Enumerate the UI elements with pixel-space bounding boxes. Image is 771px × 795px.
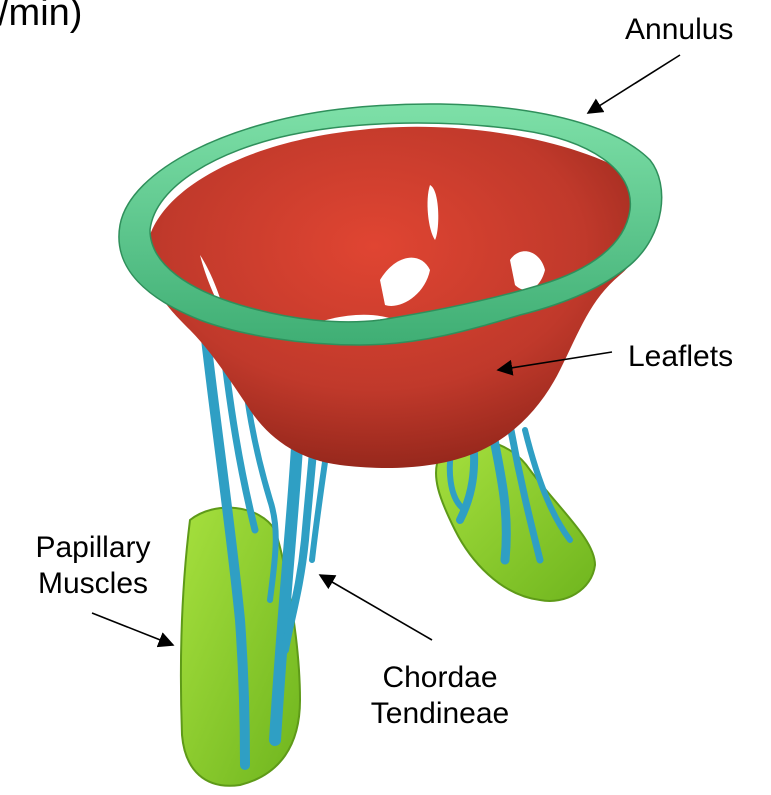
chordae-label-line1: Chordae (355, 660, 525, 696)
chordae-arrow (320, 575, 432, 640)
chordae-label-line2: Tendineae (355, 696, 525, 732)
leaflets-label: Leaflets (628, 339, 733, 375)
papillary-label-line2: Muscles (18, 566, 168, 602)
papillary-label-line1: Papillary (18, 530, 168, 566)
chordae-tendineae-label: Chordae Tendineae (355, 660, 525, 732)
annulus-arrow (588, 55, 680, 113)
annulus-label: Annulus (625, 12, 733, 48)
papillary-muscles-label: Papillary Muscles (18, 530, 168, 602)
papillary-arrow (92, 613, 173, 645)
